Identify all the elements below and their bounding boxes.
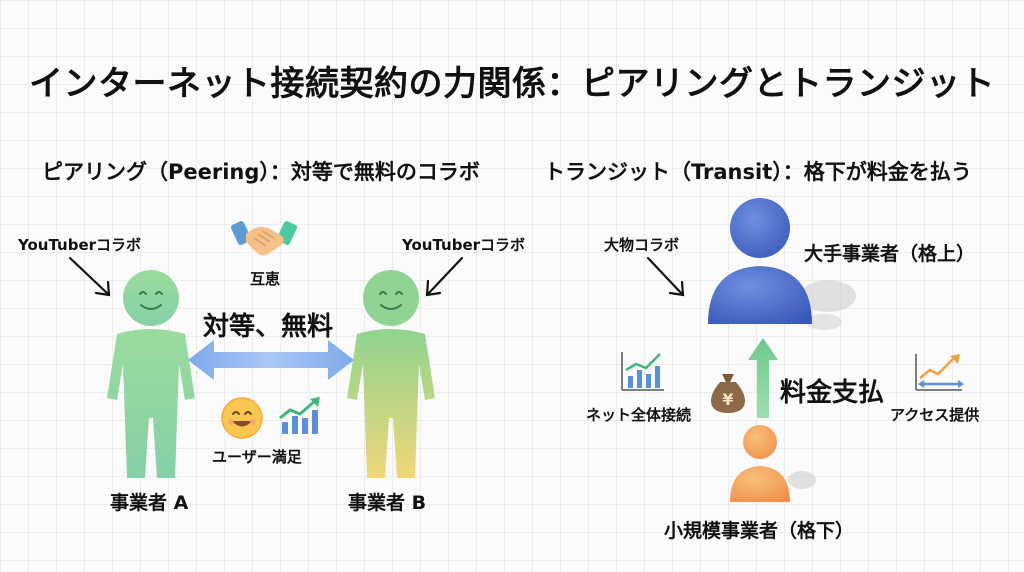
operator-b-label: 事業者 B — [348, 492, 427, 514]
handshake-icon — [230, 221, 298, 256]
large-operator-label: 大手事業者（格上） — [804, 243, 976, 265]
smiley-face — [139, 291, 163, 310]
access-provision-label: アクセス提供 — [890, 406, 980, 424]
collab-label-left: YouTuberコラボ — [18, 236, 142, 254]
large-operator-person — [708, 198, 856, 330]
pointer-arrow-left — [68, 256, 110, 296]
trend-arrows-icon — [915, 354, 964, 391]
transit-heading: トランジット（Transit）：格下が料金を払う — [544, 160, 972, 184]
peering-heading: ピアリング（Peering）：対等で無料のコラボ — [42, 160, 480, 184]
network-connection-label: ネット全体接続 — [586, 406, 692, 424]
equal-free-label: 対等、無料 — [203, 312, 334, 342]
money-bag-icon: ¥ — [711, 374, 745, 413]
operator-b-person — [347, 270, 435, 478]
growth-chart-icon — [279, 397, 320, 434]
operator-a-person — [107, 270, 195, 478]
small-operator-label: 小規模事業者（格下） — [664, 520, 855, 542]
small-operator-person — [730, 425, 816, 502]
smiley-icon — [221, 397, 263, 439]
pointer-arrowhead-left — [94, 280, 111, 297]
user-satisfaction-label: ユーザー満足 — [212, 448, 302, 466]
pointer-arrowhead-right — [425, 279, 442, 297]
mutual-benefit-label: 互恵 — [250, 270, 281, 288]
page-title: インターネット接続契約の力関係：ピアリングとトランジット — [29, 64, 995, 104]
operator-a-label: 事業者 A — [110, 492, 189, 514]
yen-symbol: ¥ — [722, 390, 733, 409]
big-collab-label: 大物コラボ — [604, 236, 680, 254]
pointer-arrow-right — [426, 256, 464, 296]
collab-label-right: YouTuberコラボ — [402, 236, 526, 254]
bidirectional-arrow — [188, 340, 354, 380]
fee-payment-label: 料金支払 — [780, 378, 885, 408]
payment-up-arrow — [748, 338, 778, 418]
network-chart-icon — [621, 352, 664, 391]
